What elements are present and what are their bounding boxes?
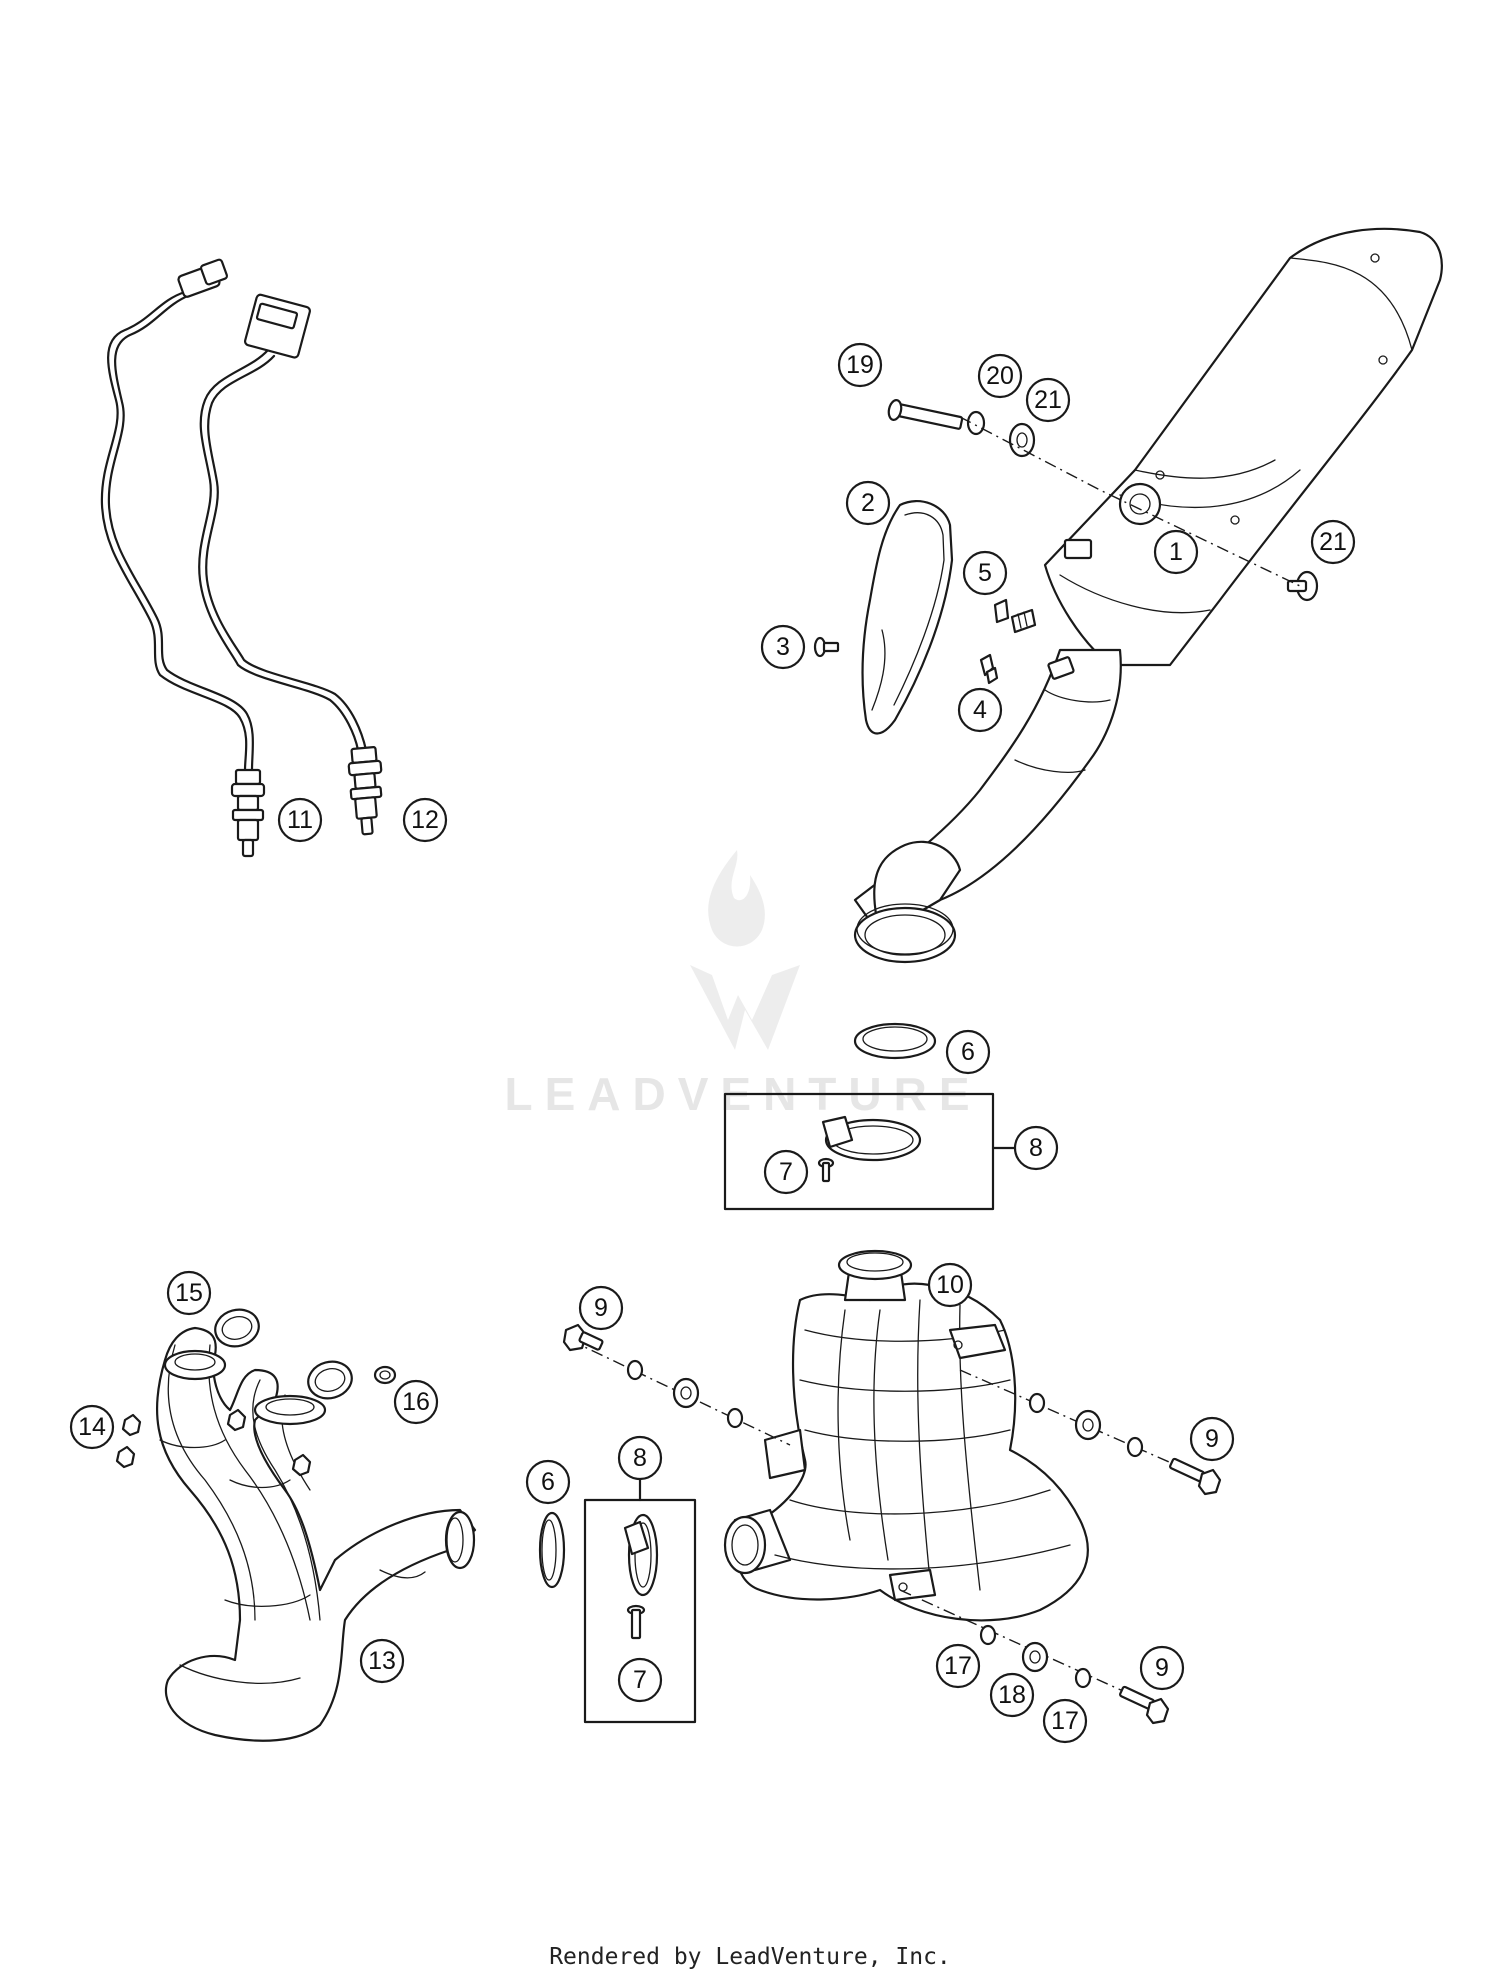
svg-text:11: 11 [287,806,313,834]
washer-upper-left-2 [726,1407,744,1429]
svg-text:1: 1 [1169,538,1183,566]
gasket-15-b [307,1360,353,1400]
callout-7-lower[interactable]: 7 [617,1657,663,1703]
callout-20[interactable]: 20 [977,353,1023,399]
callout-13[interactable]: 13 [359,1638,405,1684]
svg-text:18: 18 [998,1681,1026,1709]
oxygen-sensor-11 [100,258,266,858]
svg-text:8: 8 [1029,1134,1043,1162]
callout-4[interactable]: 4 [957,687,1003,733]
pre-silencer-10 [723,1249,1089,1622]
svg-text:17: 17 [944,1652,972,1680]
svg-text:6: 6 [541,1468,555,1496]
svg-text:8: 8 [633,1444,647,1472]
svg-text:10: 10 [936,1271,964,1299]
clamp-8-top [821,1115,922,1162]
bushing-21-top [1008,422,1036,458]
bushing-upper-left [672,1377,700,1409]
callout-3[interactable]: 3 [760,624,806,670]
svg-text:21: 21 [1319,528,1347,556]
callout-21-top[interactable]: 21 [1025,377,1071,423]
washer-17-b [1074,1667,1092,1689]
callout-19[interactable]: 19 [837,342,883,388]
callout-8-lower[interactable]: 8 [617,1435,663,1481]
axis-line-upper-right [959,1369,1211,1481]
muffler-1 [853,227,1443,964]
callout-1[interactable]: 1 [1153,529,1199,575]
bushing-21-right [1286,570,1319,602]
svg-text:13: 13 [368,1647,396,1675]
clamp-assembly-box-lower [583,1478,697,1724]
bushing-upper-right [1074,1409,1102,1441]
callout-6-top[interactable]: 6 [945,1029,991,1075]
svg-text:3: 3 [776,633,790,661]
svg-text:9: 9 [594,1294,608,1322]
gasket-6-top [853,1022,937,1060]
callout-2[interactable]: 2 [845,480,891,526]
svg-text:5: 5 [978,559,992,587]
svg-text:15: 15 [175,1279,203,1307]
svg-text:14: 14 [78,1413,106,1441]
svg-text:6: 6 [961,1038,975,1066]
callout-8-top[interactable]: 8 [1013,1125,1059,1171]
clamp-assembly-box-top [723,1092,1017,1211]
svg-text:4: 4 [973,696,987,724]
callout-10[interactable]: 10 [927,1262,973,1308]
callout-21-right[interactable]: 21 [1310,519,1356,565]
callout-12[interactable]: 12 [402,797,448,843]
bolt-7-lower [626,1604,646,1640]
callout-15[interactable]: 15 [166,1270,212,1316]
bolt-9-upper-right [1169,1457,1222,1496]
washer-upper-left-1 [626,1359,644,1381]
bolt-9-lower-right [1119,1685,1170,1725]
gasket-6-lower [538,1511,566,1589]
callout-18[interactable]: 18 [989,1672,1035,1718]
header-pipe-13 [156,1326,477,1742]
washer-20 [966,410,986,436]
nut-4 [979,653,999,685]
bolt-19 [887,399,964,430]
axis-line-muffler-mount [959,416,1301,587]
callout-5[interactable]: 5 [962,550,1008,596]
svg-text:17: 17 [1051,1707,1079,1735]
callout-7-top[interactable]: 7 [763,1149,809,1195]
screw-3 [813,636,840,658]
svg-text:9: 9 [1155,1654,1169,1682]
svg-text:19: 19 [846,351,874,379]
svg-text:2: 2 [861,489,875,517]
svg-text:20: 20 [986,362,1014,390]
svg-text:12: 12 [411,806,439,834]
callout-16[interactable]: 16 [393,1379,439,1425]
washer-upper-right-1 [1028,1392,1046,1414]
washer-17-a [979,1624,997,1646]
clip-5 [993,598,1037,634]
callout-9-upper-right[interactable]: 9 [1189,1416,1235,1462]
callout-9-upper-left[interactable]: 9 [578,1285,624,1331]
callout-17-a[interactable]: 17 [935,1643,981,1689]
bushing-18 [1021,1641,1049,1673]
svg-text:9: 9 [1205,1425,1219,1453]
nuts-14 [115,1413,142,1469]
oxygen-sensor-12 [198,293,383,836]
bolt-9-upper-left [562,1323,604,1352]
callout-11[interactable]: 11 [277,797,323,843]
footer-credit: Rendered by LeadVenture, Inc. [549,1944,951,1970]
callout-6-lower[interactable]: 6 [525,1459,571,1505]
callout-9-lower-right[interactable]: 9 [1139,1645,1185,1691]
heat-shield-2 [861,500,954,735]
washer-upper-right-2 [1126,1436,1144,1458]
callout-17-b[interactable]: 17 [1042,1698,1088,1744]
svg-text:16: 16 [402,1388,430,1416]
clamp-8-lower [623,1513,659,1597]
callout-14[interactable]: 14 [69,1404,115,1450]
svg-text:7: 7 [633,1666,647,1694]
nut-16 [373,1365,397,1385]
bolt-7-top [817,1157,835,1183]
gasket-15-a [214,1308,260,1348]
svg-text:7: 7 [779,1158,793,1186]
svg-text:21: 21 [1034,386,1062,414]
